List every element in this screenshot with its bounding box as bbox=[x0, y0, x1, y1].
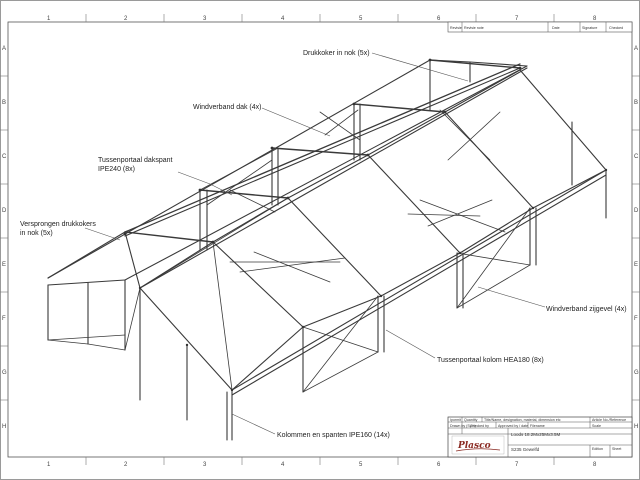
column-label: 5 bbox=[359, 462, 363, 468]
label-windverband-zijgevel: Windverband zijgevel (4x) bbox=[546, 306, 627, 313]
row-label: F bbox=[2, 316, 6, 322]
title-block: Ipormit Quantity Title/Name, designation… bbox=[447, 416, 633, 458]
title-block-sheet: Sheet bbox=[612, 447, 621, 451]
label-tussenportaal-dakspant-profile: IPE240 (8x) bbox=[98, 166, 135, 173]
title-block-checked-by: Checked by bbox=[470, 424, 489, 428]
intermediate-portal-beams bbox=[124, 59, 521, 243]
gable-rafters bbox=[139, 69, 607, 391]
revision-table: Revisie Revisie note Date Signature Chec… bbox=[447, 21, 633, 33]
label-windverband-dak: Windverband dak (4x) bbox=[193, 104, 261, 111]
row-label: B bbox=[634, 100, 638, 106]
column-label: 6 bbox=[437, 16, 441, 22]
column-label: 3 bbox=[203, 462, 207, 468]
column-label: 5 bbox=[359, 16, 363, 22]
column-label: 1 bbox=[47, 16, 51, 22]
row-label: H bbox=[2, 424, 6, 430]
column-label: 7 bbox=[515, 462, 519, 468]
steel-frame-structure bbox=[47, 58, 608, 441]
row-label: D bbox=[634, 208, 639, 214]
base-ties bbox=[47, 264, 531, 393]
side-wall-bracing bbox=[47, 207, 531, 393]
row-label: H bbox=[634, 424, 638, 430]
revision-col-header: Checked bbox=[609, 26, 623, 30]
revision-col-header: Date bbox=[552, 26, 560, 30]
label-tussenportaal-dakspant: Tussenportaal dakspant bbox=[98, 157, 173, 164]
drawing-title: Loods 18.2Mx25Mx3.5M bbox=[511, 432, 561, 437]
column-label: 8 bbox=[593, 462, 597, 468]
column-label: 1 bbox=[47, 462, 51, 468]
column-label: 4 bbox=[281, 462, 285, 468]
company-logo: Plasco bbox=[451, 435, 505, 455]
column-label: 2 bbox=[124, 462, 128, 468]
front-columns bbox=[139, 121, 607, 441]
row-label: A bbox=[2, 46, 6, 52]
label-kolommen-spanten: Kolommen en spanten IPE160 (14x) bbox=[277, 432, 390, 439]
drawing-subtitle: S235 Gewelfd bbox=[511, 447, 540, 452]
column-label: 3 bbox=[203, 16, 207, 22]
title-block-drawn-by: Drawn by (Sym) bbox=[450, 424, 476, 428]
border-grid-labels: 1 2 3 4 5 6 7 8 1 2 3 4 5 6 7 8 A B C D … bbox=[2, 16, 639, 468]
label-versprongen-drukkokers-count: in nok (5x) bbox=[20, 230, 53, 237]
logo-wordmark: Plasco bbox=[457, 441, 491, 451]
column-label: 2 bbox=[124, 16, 128, 22]
row-label: E bbox=[2, 262, 6, 268]
label-versprongen-drukkokers: Versprongen drukkokers bbox=[20, 221, 96, 228]
row-label: A bbox=[634, 46, 638, 52]
row-label: G bbox=[2, 370, 7, 376]
title-block-quantity: Quantity bbox=[464, 418, 478, 422]
title-block-scale: Scale bbox=[592, 424, 601, 428]
title-block-filename: Filename bbox=[530, 424, 545, 428]
column-label: 4 bbox=[281, 16, 285, 22]
roof-wind-bracing bbox=[139, 109, 506, 391]
title-block-description-header: Title/Name, designation, material, dimen… bbox=[484, 418, 561, 422]
title-block-edition: Edition bbox=[592, 447, 603, 451]
title-block-general: Ipormit bbox=[450, 418, 461, 422]
row-label: G bbox=[634, 370, 639, 376]
label-tussenportaal-kolom: Tussenportaal kolom HEA180 (8x) bbox=[437, 357, 544, 364]
column-label: 6 bbox=[437, 462, 441, 468]
title-block-approved-by: Approved by / date bbox=[498, 424, 528, 428]
column-label: 8 bbox=[593, 16, 597, 22]
row-label: B bbox=[2, 100, 6, 106]
row-label: C bbox=[2, 154, 7, 160]
row-label: C bbox=[634, 154, 639, 160]
row-label: F bbox=[634, 316, 638, 322]
column-label: 7 bbox=[515, 16, 519, 22]
leader-lines bbox=[84, 52, 546, 435]
row-label: D bbox=[2, 208, 7, 214]
frame-ticks bbox=[0, 14, 640, 465]
revision-col-header: Signature bbox=[582, 26, 597, 30]
revision-col-header: Revisie bbox=[450, 26, 462, 30]
title-block-article-header: Article No./Reference bbox=[592, 418, 626, 422]
label-drukkoker-nok: Drukkoker in nok (5x) bbox=[303, 50, 370, 57]
row-label: E bbox=[634, 262, 638, 268]
ridge-node-markers bbox=[123, 58, 608, 392]
revision-col-header: Revisie note bbox=[464, 26, 484, 30]
